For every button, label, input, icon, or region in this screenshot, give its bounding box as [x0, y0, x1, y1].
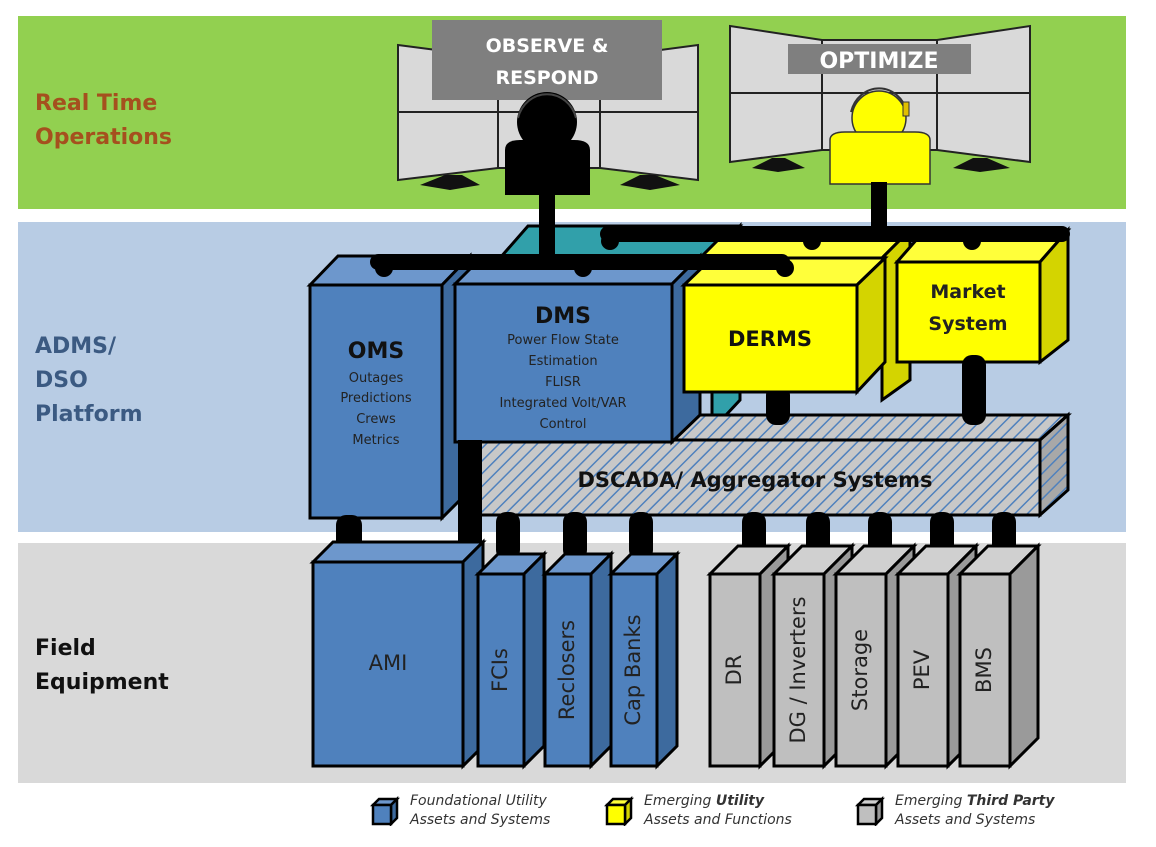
- ami-box: [309, 538, 487, 770]
- market-system-label-line2: System: [928, 313, 1007, 335]
- equipment-connector: [629, 512, 653, 560]
- field-box-cap-banks-label: Cap Banks: [621, 614, 645, 725]
- legend-line2: Assets and Functions: [644, 812, 792, 828]
- legend-item-emerging-third-party: Emerging Third Party Assets and Systems: [855, 792, 1055, 832]
- legend-line1: Emerging Utility: [644, 792, 792, 811]
- field-box-dg-inverters-label: DG / Inverters: [786, 596, 810, 743]
- ami-box-label: AMI: [369, 651, 408, 675]
- dms-line: Estimation: [528, 354, 597, 369]
- dms-line: Control: [540, 417, 587, 432]
- observe-respond-workstation: OBSERVE & RESPOND: [397, 20, 699, 195]
- data-bus: [370, 226, 1070, 277]
- real-time-operations-label: Real Time Operations: [35, 87, 172, 155]
- derms-box: [680, 254, 889, 396]
- dms-line: Power Flow State: [507, 333, 619, 348]
- field-box-reclosers-label: Reclosers: [555, 620, 579, 720]
- observe-respond-label-box: [432, 20, 662, 100]
- legend-prefix: Emerging: [895, 793, 967, 809]
- equipment-connector: [496, 512, 520, 560]
- gray-cube-icon: [855, 796, 885, 826]
- oms-title: OMS: [348, 339, 404, 364]
- oms-box: [306, 252, 474, 522]
- field-box-bms-label: BMS: [972, 647, 996, 693]
- field-box-cap-banks: [607, 550, 681, 770]
- derms-title: DERMS: [728, 327, 812, 351]
- monitor-stand-icon: [752, 158, 1010, 172]
- monitor-stand-icon: [420, 175, 680, 190]
- oms-line: Outages: [349, 371, 404, 386]
- third-party-field-equipment: DR DG / Inverters Storage PEV BMS: [706, 512, 1042, 770]
- field-box-storage-label: Storage: [848, 629, 872, 711]
- field-box-bms: [956, 542, 1042, 770]
- legend-item-emerging-utility: Emerging Utility Assets and Functions: [604, 792, 792, 832]
- oms-line: Metrics: [352, 433, 399, 448]
- field-box-fcis-label: FCIs: [488, 648, 512, 692]
- utility-field-equipment: AMI FCIs Reclosers Cap Banks: [309, 512, 681, 770]
- label-line: Equipment: [35, 670, 169, 695]
- field-box-fcis: [474, 550, 548, 770]
- optimize-workstation: OPTIMIZE: [729, 24, 1031, 185]
- observe-label-line1: OBSERVE &: [486, 35, 609, 57]
- observe-label-line2: RESPOND: [495, 67, 598, 89]
- label-line: Field: [35, 636, 96, 661]
- field-box-pev-label: PEV: [910, 649, 934, 690]
- field-equipment-label: Field Equipment: [35, 632, 169, 700]
- legend-prefix: Emerging: [644, 793, 716, 809]
- dms-title: DMS: [535, 304, 591, 329]
- legend-line2: Assets and Systems: [895, 812, 1036, 828]
- legend-prefix: Foundational Utility: [410, 793, 547, 809]
- legend-bold: Third Party: [966, 793, 1055, 809]
- legend-line1: Emerging Third Party: [895, 792, 1055, 811]
- oms-line: Predictions: [340, 391, 412, 406]
- blue-cube-icon: [370, 796, 400, 826]
- yellow-cube-icon: [604, 796, 634, 826]
- operator-black-icon: [505, 92, 590, 195]
- field-box-dr-label: DR: [722, 655, 746, 686]
- optimize-label-box: [788, 44, 971, 74]
- label-line: Platform: [35, 402, 143, 427]
- dms-box: [451, 252, 704, 446]
- legend-item-foundational: Foundational Utility Assets and Systems: [370, 792, 550, 832]
- adms-dso-platform-label: ADMS/ DSO Platform: [35, 330, 143, 432]
- oms-line: Crews: [356, 412, 396, 427]
- legend-bold: Utility: [715, 793, 765, 809]
- derms-dscada-connector: [766, 385, 790, 425]
- optimize-connector: [871, 182, 887, 238]
- label-line: DSO: [35, 368, 88, 393]
- operator-yellow-icon: [829, 87, 931, 185]
- label-line: Operations: [35, 125, 172, 150]
- market-system-label-line1: Market: [930, 281, 1005, 303]
- optimize-label: OPTIMIZE: [819, 49, 938, 74]
- label-line: ADMS/: [35, 334, 117, 359]
- legend-line1: Foundational Utility: [410, 792, 550, 811]
- dms-line: Integrated Volt/VAR: [499, 396, 626, 411]
- legend-line2: Assets and Systems: [410, 812, 551, 828]
- label-line: Real Time: [35, 91, 158, 116]
- dms-line: FLISR: [545, 375, 581, 390]
- dscada-label: DSCADA/ Aggregator Systems: [577, 468, 932, 492]
- market-dscada-connector: [962, 355, 986, 425]
- equipment-connector: [563, 512, 587, 560]
